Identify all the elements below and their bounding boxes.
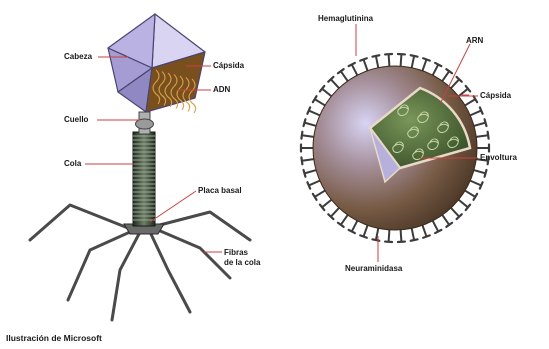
label-tail-fibers-line1: Fibras [224,248,248,257]
label-tail: Cola [64,159,81,168]
label-dna: ADN [213,85,230,94]
label-head: Cabeza [64,52,92,61]
bacteriophage [30,14,250,320]
label-rna: ARN [466,36,483,45]
influenza-virus [301,24,489,262]
illustration-credit: Ilustración de Microsoft [6,334,102,343]
label-base-plate: Placa basal [198,186,242,195]
label-capsid-phage: Cápsida [213,61,244,70]
label-neuraminidase: Neuraminidasa [345,264,402,273]
label-neck: Cuello [64,115,88,124]
label-hemagglutinin: Hemaglutinina [318,14,373,23]
label-tail-fibers-line2: de la cola [224,258,260,267]
label-envelope: Envoltura [480,153,517,162]
phage-head [108,14,205,112]
tail-sheath [133,132,155,226]
neck-shape [136,112,154,134]
label-capsid-virus: Cápsida [480,91,511,100]
